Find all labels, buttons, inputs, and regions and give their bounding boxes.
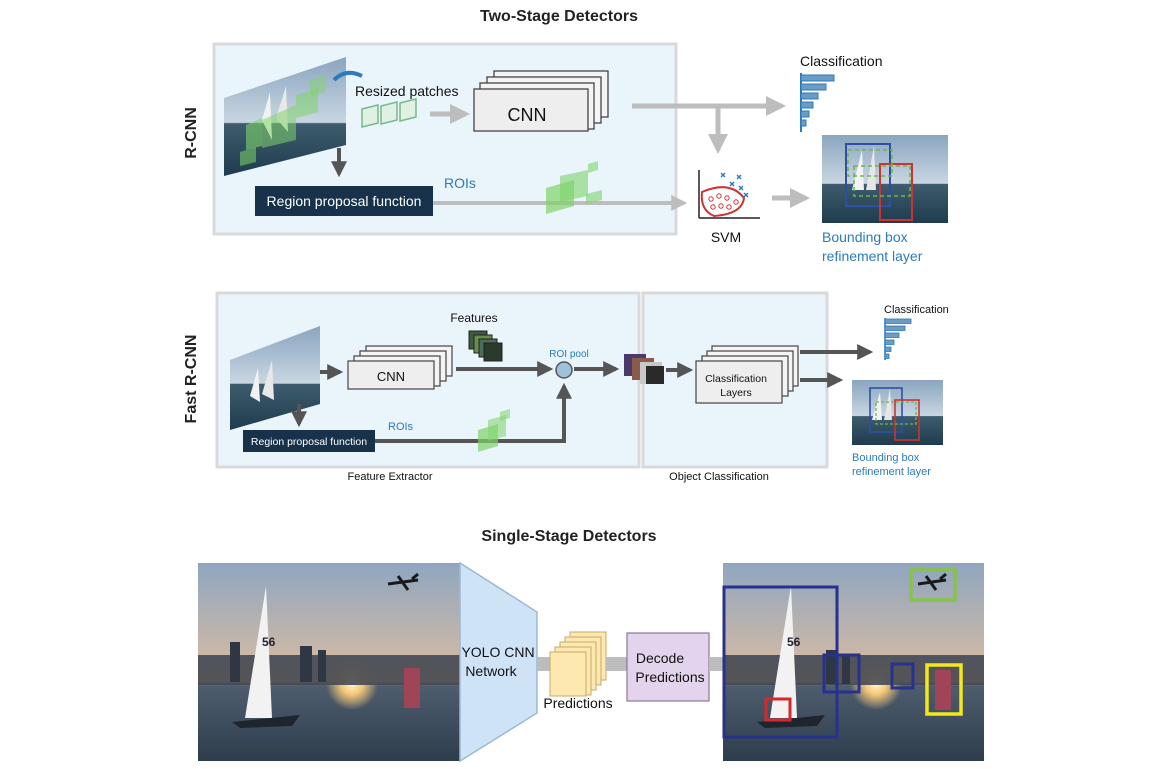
detection-box-person [764,697,792,722]
rcnn-region-proposal-box [255,186,433,216]
decode-to-output-connector [709,657,723,671]
classification-layers-label-line2: Layers [720,387,752,399]
detection-box-buoy [925,663,963,716]
fast-region-proposal-label: Region proposal function [251,436,367,448]
fast-cnn-label: CNN [377,369,405,384]
rcnn-classification-histogram [800,73,835,132]
detection-box-boat-mid [822,653,861,694]
object-classification-caption: Object Classification [669,471,769,483]
single-stage-title: Single-Stage Detectors [481,528,656,545]
rcnn-crop-arrow-icon [332,70,363,82]
rcnn-cnn-label: CNN [508,105,547,125]
yolo-to-predictions-connector [537,657,551,671]
svm-plot [698,170,760,219]
fast-roi-patches [478,409,510,452]
detection-box-airplane [909,568,957,602]
rcnn-rois-label: ROIs [444,175,476,191]
fast-bbox-label-line2: refinement layer [852,466,931,478]
rcnn-row: R-CNN Resized patches CNN [183,42,948,264]
fast-feature-maps [468,330,503,362]
yolo-input-photo: 56 [198,563,460,761]
fast-classification-label: Classification [884,304,949,316]
predictions-label: Predictions [543,695,612,711]
fast-bbox-label-line1: Bounding box [852,452,920,464]
fast-classification-histogram [884,318,912,360]
decode-predictions-label-line2: Predictions [635,669,704,685]
fast-bbox-output-image [852,380,943,445]
classification-layers-stack [695,345,799,404]
classification-layers-label-line1: Classification [705,373,767,385]
feature-extractor-caption: Feature Extractor [348,471,433,483]
roi-pool-node [555,361,573,379]
rcnn-cnn-stack [473,70,609,132]
yolo-output-airplane-icon [917,572,947,591]
rcnn-classification-label: Classification [800,53,882,69]
rcnn-row-label: R-CNN [183,107,200,159]
yolo-row: 56 YOLO CNN Network Predictions Decode P… [198,561,984,763]
rcnn-bbox-label-line2: refinement layer [822,248,923,264]
predictions-stack [549,631,607,697]
pooled-feature-maps [624,354,664,384]
fast-rois-arrow [375,382,572,443]
rcnn-region-proposal-label: Region proposal function [267,193,422,209]
rcnn-bbox-output-image [822,135,948,223]
roi-pool-label: ROI pool [549,349,588,360]
yolo-input-airplane-icon [387,572,419,591]
rcnn-bbox-label-line1: Bounding box [822,229,908,245]
yolo-input-sail-number: 56 [262,635,276,649]
yolo-output-sail-number: 56 [787,635,801,649]
yolo-network-label-line1: YOLO CNN [461,644,534,660]
fast-cnn-stack [347,345,453,390]
rcnn-input-image [224,57,346,176]
decode-predictions-label-line1: Decode [636,650,684,666]
detection-box-sailboat [722,585,839,739]
predictions-to-decode-connector [606,657,627,671]
detection-box-boat-far [890,662,915,690]
yolo-network-shape [459,561,538,763]
yolo-output-photo: 56 [722,563,984,761]
rcnn-resized-patches [361,98,417,128]
decode-predictions-box [626,632,710,702]
fast-rois-label: ROIs [388,421,414,433]
rcnn-svm-label: SVM [711,229,741,245]
rcnn-resized-patches-label: Resized patches [355,83,459,99]
fast-features-label: Features [450,311,497,325]
fast-rcnn-row-label: Fast R-CNN [183,335,200,424]
fast-region-proposal-box [243,430,375,452]
yolo-network-label-line2: Network [465,663,517,679]
rcnn-roi-patches [546,161,602,214]
fast-rcnn-row: Fast R-CNN CNN Features ROI pool [183,291,949,483]
two-stage-title: Two-Stage Detectors [480,8,638,25]
